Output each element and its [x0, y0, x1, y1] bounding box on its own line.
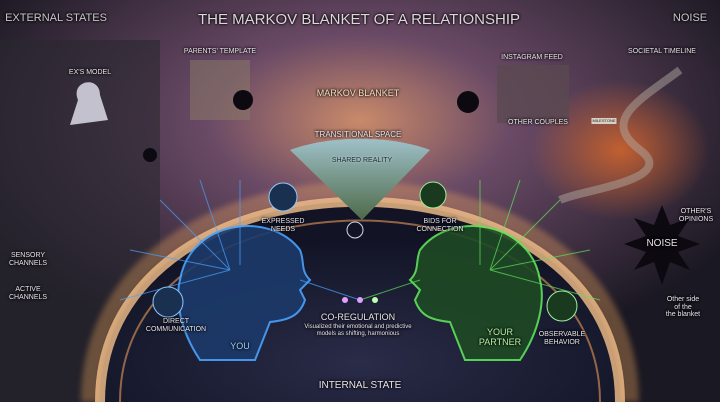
noise-corner-label: NOISE: [672, 12, 708, 24]
transitional-space-label: TRANSITIONAL SPACE: [314, 130, 402, 139]
markov-blanket-label: MARKOV BLANKET: [316, 88, 400, 98]
co-regulation-label: CO-REGULATION: [320, 312, 396, 322]
bids-for-connection-icon: [419, 181, 447, 209]
instagram-feed-label: INSTAGRAM FEED: [501, 54, 563, 61]
active-channels-line1: ACTIVE: [15, 286, 41, 293]
observable-behavior-icon: [546, 290, 578, 322]
shared-reality-label: SHARED REALITY: [331, 157, 393, 164]
sensory-channels-line1: SENSORY: [10, 252, 46, 259]
internal-state-label: INTERNAL STATE: [318, 380, 402, 391]
you-neurons: [119, 179, 361, 301]
observable-behavior-line2: BEHAVIOR: [544, 338, 580, 346]
expressed-needs-line1: EXPRESSED: [261, 218, 305, 225]
parents-template-grid: [190, 60, 250, 120]
observable-behavior-line1: OBSERVABLE: [538, 331, 586, 338]
others-opinions-line2: OPINIONS: [678, 215, 714, 223]
co-regulation-desc-line1: Visualized their emotional and predictiv…: [304, 324, 412, 330]
milestone-sign: MILESTONE: [591, 118, 617, 125]
other-side-line3: the blanket: [665, 311, 701, 319]
active-channels-line2: CHANNELS: [8, 293, 48, 301]
noise-label: NOISE: [646, 238, 678, 249]
co-regulation-description: Visualized their emotional and predictiv…: [304, 324, 411, 337]
timeline-road: [558, 66, 683, 204]
instagram-feed-grid: [497, 65, 569, 123]
bubble-icon: [346, 221, 364, 239]
burning-city-right: [530, 80, 710, 220]
shared-reality-valley: [290, 138, 430, 220]
sensory-channels-line2: CHANNELS: [8, 259, 48, 267]
partner-neurons: [359, 179, 601, 301]
others-opinions-line1: OTHER'S: [680, 208, 712, 215]
bids-line2: CONNECTION: [416, 225, 464, 233]
expressed-needs-line2: NEEDS: [270, 225, 296, 233]
you-label: YOU: [230, 341, 250, 351]
other-side-line2: of the: [674, 303, 692, 311]
ghost-icon: [70, 82, 108, 125]
direct-communication-icon: [152, 286, 184, 318]
noise-spiky-blobs: [143, 90, 700, 285]
direct-communication-line1: DIRECT: [162, 318, 190, 325]
your-partner-line2: PARTNER: [478, 336, 522, 347]
your-partner-line1: YOUR: [486, 327, 513, 337]
other-side-line1: Other side: [666, 296, 700, 303]
exs-model-label: EX'S MODEL: [68, 69, 112, 76]
page-title: THE MARKOV BLANKET OF A RELATIONSHIP: [197, 11, 521, 28]
societal-timeline-label: SOCIETAL TIMELINE: [628, 48, 696, 55]
direct-communication-line2: COMMUNICATION: [145, 325, 207, 333]
co-regulation-desc-line2: models as shifting, harmonious: [316, 330, 400, 337]
external-states-label: EXTERNAL STATES: [5, 12, 107, 24]
parents-template-label: PARENTS' TEMPLATE: [183, 48, 257, 55]
expressed-needs-icon: [268, 182, 298, 212]
other-couples-label: OTHER COUPLES: [508, 119, 568, 126]
bids-line1: BIDS FOR: [423, 218, 457, 225]
